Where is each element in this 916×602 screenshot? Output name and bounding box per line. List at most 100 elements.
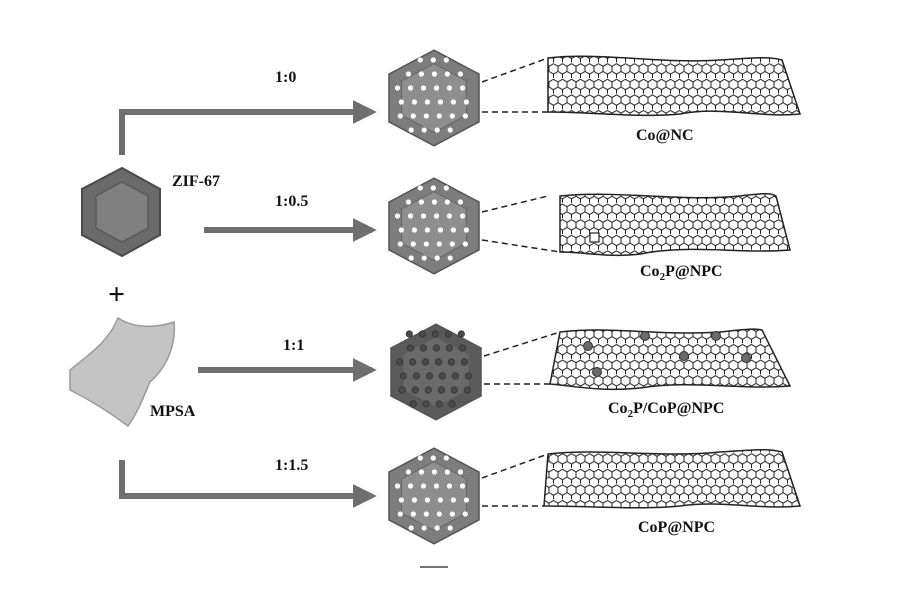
product-label-1: Co@NC: [636, 127, 694, 144]
pore: [447, 358, 456, 366]
pore: [450, 497, 456, 503]
arrow-4: [119, 460, 377, 508]
pore: [420, 85, 427, 91]
ratio-label-4: 1:1.5: [275, 457, 308, 474]
pore: [408, 525, 414, 531]
pore: [430, 455, 436, 461]
pore: [424, 99, 430, 105]
pore: [459, 85, 466, 91]
pore: [444, 469, 450, 475]
pore: [463, 227, 469, 233]
graphene-sheet-icon: [559, 192, 791, 257]
pore: [435, 400, 443, 408]
pore: [436, 113, 442, 119]
pore: [463, 99, 469, 105]
pore: [433, 85, 440, 91]
pore: [394, 483, 401, 489]
pore: [456, 455, 462, 461]
arrows: [119, 100, 377, 508]
pore: [423, 113, 429, 119]
pore: [423, 511, 429, 517]
pore: [404, 455, 410, 461]
arrow-1: [119, 100, 377, 155]
pore: [398, 386, 406, 394]
graphene-sheet-icon: [549, 328, 792, 391]
pore: [433, 483, 440, 489]
pore: [409, 400, 417, 408]
pore: [407, 85, 414, 91]
pore: [420, 483, 427, 489]
carbon-polyhedron-icon: [388, 177, 480, 275]
ratio-label-2: 1:0.5: [275, 193, 308, 210]
pore: [447, 255, 453, 261]
zif67-crystal-icon: [81, 166, 161, 258]
pore: [405, 330, 413, 338]
pore: [457, 71, 463, 77]
pore: [457, 330, 465, 338]
pore: [444, 71, 450, 77]
pore: [411, 99, 417, 105]
pore: [436, 241, 442, 247]
pore: [405, 469, 411, 475]
pore: [394, 85, 401, 91]
pore: [405, 71, 411, 77]
pore: [418, 71, 424, 77]
pore: [395, 358, 404, 366]
pore: [412, 372, 420, 380]
pore: [398, 497, 404, 503]
pore: [444, 199, 450, 205]
pore: [457, 199, 463, 205]
pore: [421, 358, 430, 366]
pore: [405, 199, 411, 205]
pore: [444, 330, 452, 338]
pore: [457, 469, 463, 475]
pore: [422, 400, 430, 408]
pore: [434, 255, 440, 261]
pore: [398, 227, 404, 233]
pore: [417, 185, 423, 191]
pore: [410, 511, 416, 517]
graphene-sheet-icon: [547, 55, 802, 117]
product-label-3: Co2P/CoP@NPC: [608, 400, 724, 420]
pore: [398, 99, 404, 105]
pore: [450, 386, 458, 394]
ratio-label-3: 1:1: [283, 337, 304, 354]
pore: [431, 469, 437, 475]
pore: [410, 113, 416, 119]
pore: [431, 199, 437, 205]
pore: [446, 213, 453, 219]
pore: [446, 85, 453, 91]
pore: [411, 227, 417, 233]
pore: [450, 227, 456, 233]
pore: [432, 344, 441, 352]
pore: [463, 497, 469, 503]
dashed-connectors: [481, 57, 561, 507]
pore: [404, 185, 410, 191]
mpsa-label: MPSA: [150, 403, 196, 420]
pore: [397, 113, 403, 119]
pore: [451, 372, 459, 380]
pore: [437, 497, 443, 503]
pore: [399, 372, 408, 380]
pore: [431, 71, 437, 77]
pore: [394, 213, 401, 219]
pore: [424, 386, 432, 394]
pore: [424, 497, 430, 503]
pore: [425, 372, 433, 380]
pore: [419, 344, 427, 352]
carbon-polyhedron-icon: [388, 447, 480, 545]
pore: [433, 213, 440, 219]
pore: [430, 185, 436, 191]
pore: [460, 358, 469, 366]
pore: [448, 400, 456, 408]
pore: [418, 199, 424, 205]
pore: [404, 57, 410, 63]
graphene-sheet-icon: [543, 448, 802, 509]
pore: [462, 113, 468, 119]
pore: [417, 455, 423, 461]
pore: [462, 511, 468, 517]
pore: [436, 511, 442, 517]
pore: [407, 483, 414, 489]
pore: [434, 358, 443, 366]
